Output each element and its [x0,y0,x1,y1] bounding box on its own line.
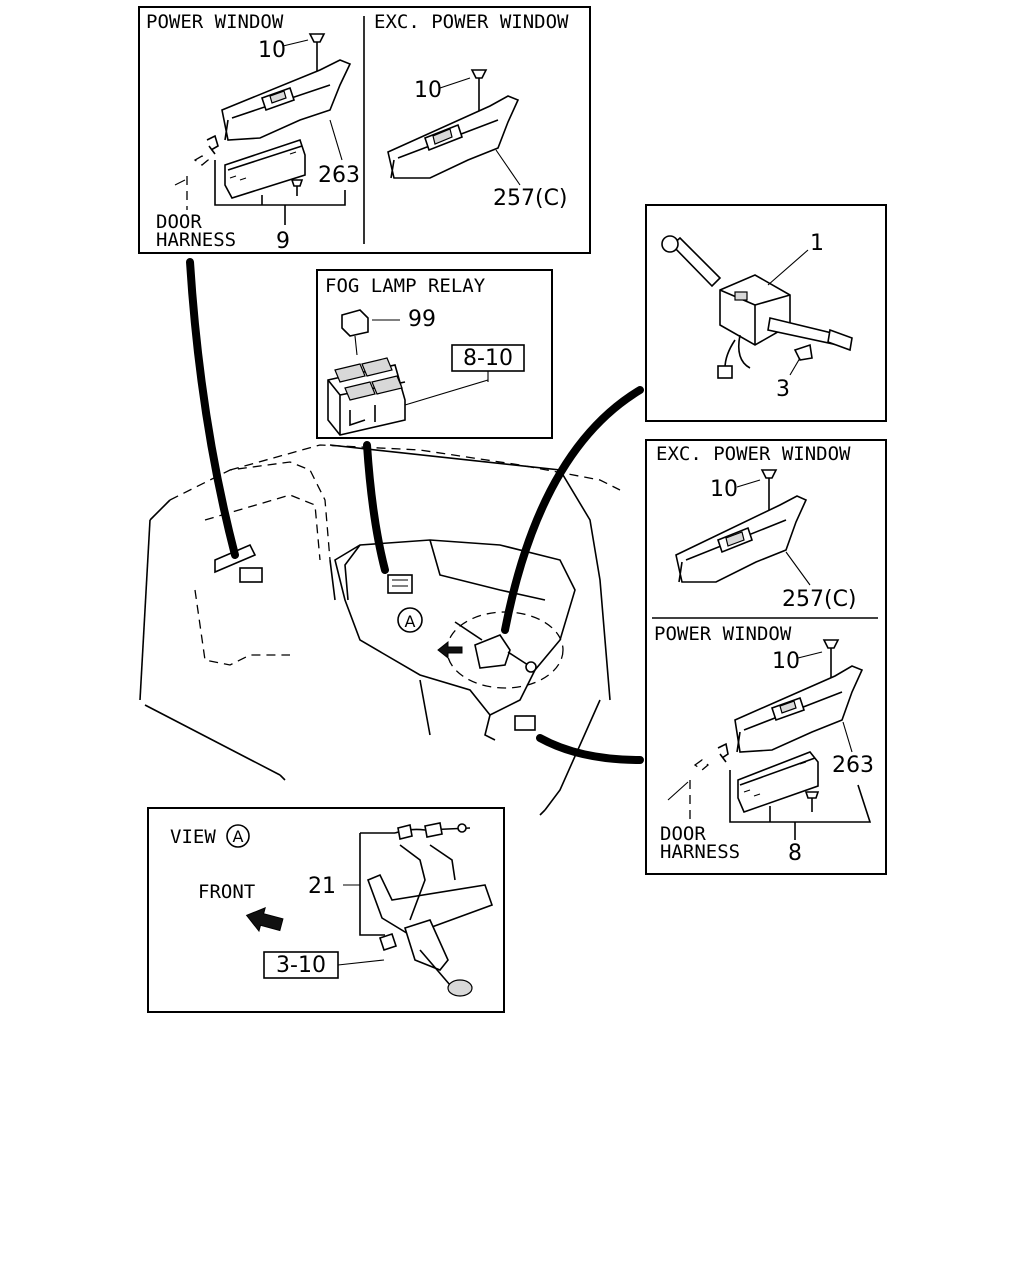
combination-switch-panel: 1 3 [645,204,887,422]
view-a-panel: VIEW A FRONT 21 3-10 [147,807,505,1013]
leader-lines [186,258,644,764]
door-switch-marker [239,567,263,583]
switch-257c-label: 257(C) [493,186,568,211]
combo-switch-1-label: 1 [810,231,824,256]
power-window-title: POWER WINDOW [146,11,284,33]
front-label: FRONT [198,881,255,903]
view-a-marker-label: A [405,612,416,631]
view-a-circle [226,824,250,848]
screw-10-label: 10 [710,477,738,502]
view-title: VIEW [170,826,216,848]
switch-257c-label: 257(C) [782,587,857,612]
screw-3-label: 3 [776,377,790,402]
bracket-9-label: 9 [276,229,290,254]
screw-10-label: 10 [414,78,442,103]
right-window-panel: EXC. POWER WINDOW 10 257(C) POWER WINDOW… [645,439,887,875]
door-label: DOOR [156,211,202,233]
ref-3-10-label: 3-10 [276,953,326,978]
front-arrow-icon [245,907,284,933]
harness-label: HARNESS [660,841,740,863]
switch-263-label: 263 [318,163,360,188]
exc-power-window-title: EXC. POWER WINDOW [656,443,851,465]
ref-8-10-label: 8-10 [463,346,513,371]
view-a-circle-label: A [233,827,244,846]
harness-label: HARNESS [156,229,236,251]
fog-lamp-relay-title: FOG LAMP RELAY [325,275,486,297]
screw-10-label: 10 [772,649,800,674]
part-21-label: 21 [308,874,336,899]
exc-power-window-title: EXC. POWER WINDOW [374,11,569,33]
top-left-panel: POWER WINDOW 10 263 DOOR HARNESS 9 [138,6,591,254]
power-window-title: POWER WINDOW [654,623,792,645]
screw-10-label: 10 [258,38,286,63]
relay-99-label: 99 [408,307,436,332]
view-a-marker [397,607,423,633]
dash-relay-marker [387,574,413,594]
door-label: DOOR [660,823,706,845]
switch-263-label: 263 [832,753,874,778]
fog-lamp-relay-panel: FOG LAMP RELAY 99 8-10 [316,269,553,439]
bracket-8-label: 8 [788,841,802,866]
